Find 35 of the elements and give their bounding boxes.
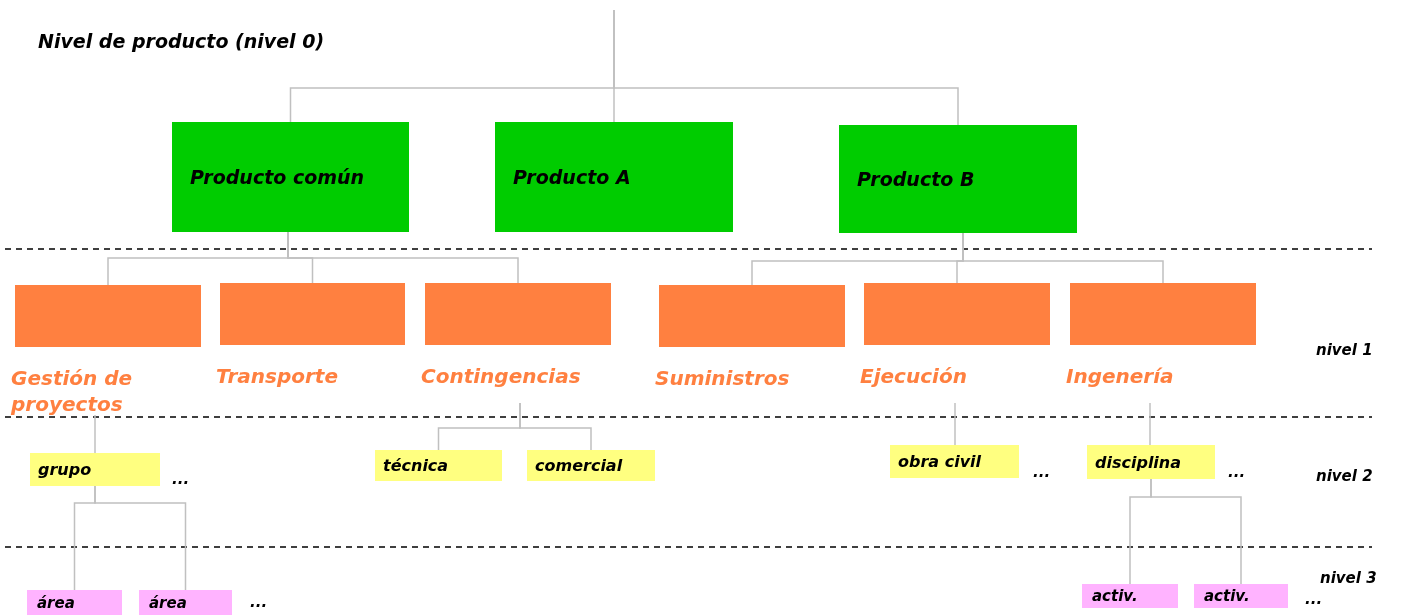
work-package-label: Ejecución bbox=[860, 363, 968, 389]
product-box: Producto común bbox=[172, 122, 409, 232]
level3-box: activ. bbox=[1082, 584, 1178, 608]
level2-box: comercial bbox=[527, 450, 655, 481]
connector-line bbox=[94, 485, 187, 591]
work-package-label: Transporte bbox=[216, 363, 339, 389]
level-label: nivel 3 bbox=[1320, 569, 1377, 587]
product-box: Producto A bbox=[495, 122, 733, 232]
level2-box: disciplina bbox=[1087, 445, 1215, 479]
ellipsis: ... bbox=[1228, 463, 1246, 481]
connector-line bbox=[1150, 478, 1242, 585]
level3-box: área bbox=[139, 590, 232, 615]
connector-line bbox=[519, 402, 592, 451]
ellipsis: ... bbox=[250, 593, 268, 611]
level3-box: área bbox=[27, 590, 122, 615]
level-label: nivel 2 bbox=[1316, 467, 1373, 485]
product-box: Producto B bbox=[839, 125, 1077, 233]
level2-box: obra civil bbox=[890, 445, 1019, 478]
level2-box: técnica bbox=[375, 450, 502, 481]
connector-line bbox=[954, 402, 956, 446]
work-package-label: Ingenería bbox=[1066, 363, 1175, 389]
connector-line bbox=[613, 9, 959, 126]
ellipsis: ... bbox=[172, 470, 190, 488]
work-package-label: Contingencias bbox=[421, 363, 582, 389]
level-heading: Nivel de producto (nivel 0) bbox=[38, 30, 325, 52]
connector-line bbox=[1149, 402, 1151, 446]
level3-box: activ. bbox=[1194, 584, 1288, 608]
connector-line bbox=[962, 232, 1164, 284]
level2-box: grupo bbox=[30, 453, 160, 486]
connector-line bbox=[94, 414, 96, 454]
work-package-label: Suministros bbox=[655, 365, 791, 391]
level-label: nivel 1 bbox=[1316, 341, 1373, 359]
work-package-label: Gestión de proyectos bbox=[11, 365, 134, 417]
ellipsis: ... bbox=[1305, 590, 1323, 608]
ellipsis: ... bbox=[1033, 463, 1051, 481]
